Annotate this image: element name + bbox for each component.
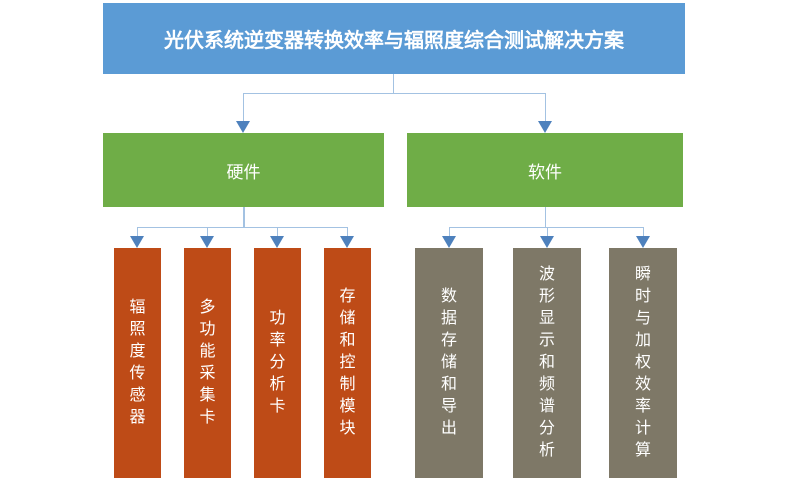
item-label: 数 据 存 储 和 导 出 [440,288,457,437]
arrow-down-icon [270,236,284,248]
branch-node-software: 软件 [407,133,683,207]
arrow-down-icon [130,236,144,248]
item-node-power-analysis-card: 功 率 分 析 卡 [254,248,301,478]
item-node-storage-control-module: 存 储 和 控 制 模 块 [324,248,371,478]
title-node: 光伏系统逆变器转换效率与辐照度综合测试解决方案 [103,3,685,74]
connector-line [544,92,546,122]
branch-software-label: 软件 [528,162,562,182]
arrow-down-icon [340,236,354,248]
item-node-multifunction-daq-card: 多 功 能 采 集 卡 [184,248,231,478]
item-node-irradiance-sensor: 辐 照 度 传 感 器 [114,248,161,478]
item-label: 辐 照 度 传 感 器 [129,299,146,426]
connector-line [642,226,644,237]
connector-line [136,226,138,237]
connector-line [243,207,245,227]
item-label: 多 功 能 采 集 卡 [199,299,216,426]
diagram-title: 光伏系统逆变器转换效率与辐照度综合测试解决方案 [164,30,624,52]
connector-line [136,226,348,228]
arrow-down-icon [636,236,650,248]
item-label: 瞬 时 与 加 权 效 率 计 算 [634,266,651,459]
arrow-down-icon [442,236,456,248]
connector-line [448,226,644,228]
connector-line [346,226,348,237]
connector-line [242,92,546,94]
item-label: 功 率 分 析 卡 [269,310,286,415]
item-node-waveform-spectrum-analysis: 波 形 显 示 和 频 谱 分 析 [513,248,581,478]
connector-line [546,226,548,237]
connector-line [544,207,546,227]
arrow-down-icon [538,121,552,133]
connector-line [448,226,450,237]
item-node-data-storage-export: 数 据 存 储 和 导 出 [415,248,483,478]
arrow-down-icon [200,236,214,248]
item-label: 存 储 和 控 制 模 块 [339,288,356,437]
branch-hardware-label: 硬件 [226,162,261,182]
connector-line [276,226,278,237]
item-node-instant-weighted-efficiency-calc: 瞬 时 与 加 权 效 率 计 算 [609,248,677,478]
connector-line [392,74,394,94]
item-label: 波 形 显 示 和 频 谱 分 析 [538,266,555,459]
arrow-down-icon [540,236,554,248]
connector-line [206,226,208,237]
arrow-down-icon [236,121,250,133]
branch-node-hardware: 硬件 [103,133,384,207]
connector-line [242,92,244,122]
